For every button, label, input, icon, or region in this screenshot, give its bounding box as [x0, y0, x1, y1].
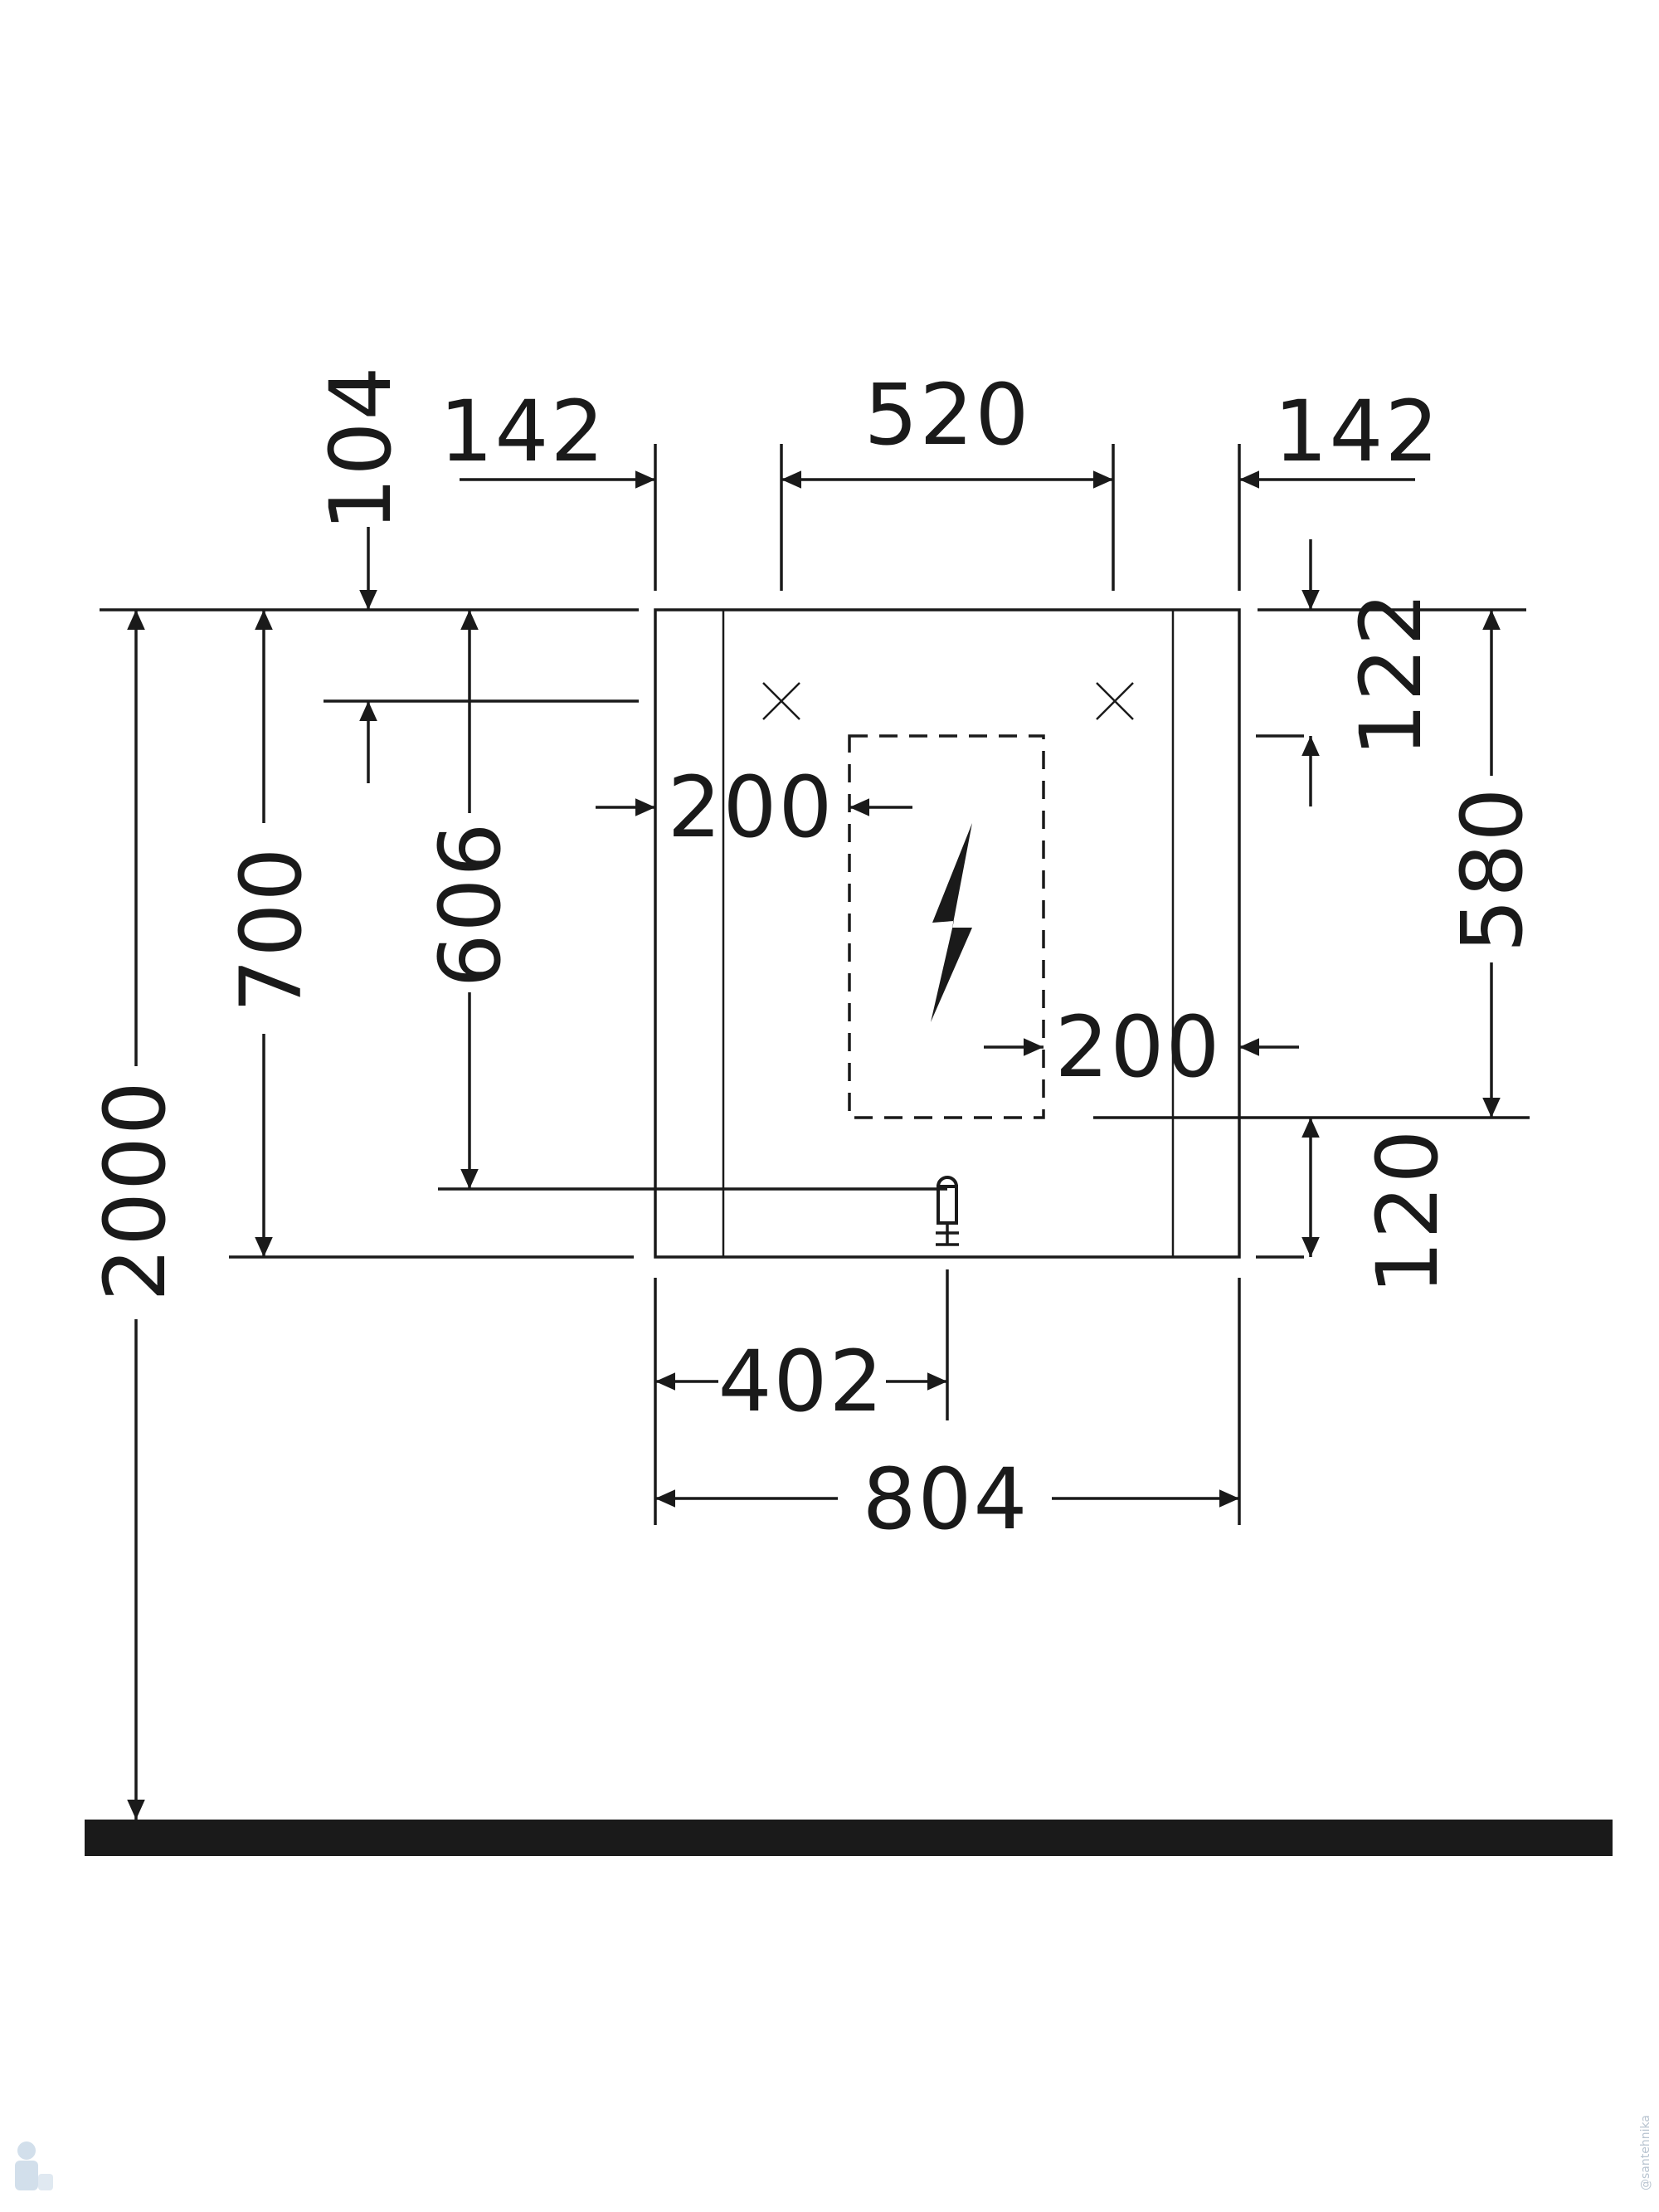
watermark-text: @santehnika	[1639, 2115, 1652, 2190]
dim-cabinet-height-label: 700	[222, 846, 321, 1013]
mounting-point-left-icon	[762, 682, 800, 720]
dim-left-margin-label: 142	[440, 382, 606, 481]
dim-top-to-bracket: 122	[1301, 539, 1441, 806]
dim-bracket-spacing-label: 520	[864, 366, 1031, 465]
dim-socket-zone-height: 580	[1443, 610, 1542, 1118]
dim-top-offset: 104	[312, 365, 411, 610]
dim-left-clearance-label: 200	[668, 758, 834, 857]
dim-left-margin: 142	[440, 382, 655, 489]
dim-right-margin-label: 142	[1274, 382, 1441, 481]
dim-drain-height: 606	[359, 610, 520, 1189]
dim-top-to-bracket-label: 122	[1342, 591, 1441, 758]
dim-top-offset-label: 104	[312, 365, 411, 532]
plumber-logo-icon	[15, 2141, 53, 2190]
floor-line	[85, 1820, 1613, 1856]
cabinet-outline	[654, 608, 1241, 1259]
dim-left-clearance: 200	[596, 758, 912, 857]
dim-cabinet-height: 700	[222, 610, 321, 1257]
dim-socket-zone-bottom-label: 120	[1359, 1128, 1457, 1295]
dim-right-clearance: 200	[984, 998, 1299, 1097]
drain-connection-icon	[936, 1176, 959, 1246]
dim-drain-height-label: 606	[421, 821, 520, 988]
dim-socket-zone-height-label: 580	[1443, 787, 1542, 953]
dim-right-margin: 142	[1239, 382, 1441, 489]
dim-drain-center-label: 402	[718, 1333, 885, 1431]
dim-drain-center: 402	[655, 1333, 947, 1431]
dim-bracket-spacing: 520	[781, 366, 1113, 489]
mounting-point-right-icon	[1096, 682, 1134, 720]
dim-cabinet-width: 804	[655, 1450, 1239, 1549]
dim-mounting-height: 2000	[86, 610, 185, 1820]
dim-right-clearance-label: 200	[1055, 998, 1222, 1097]
dim-socket-zone-bottom: 120	[1301, 1118, 1457, 1295]
dim-cabinet-width-label: 804	[863, 1450, 1029, 1549]
dim-mounting-height-label: 2000	[86, 1079, 185, 1302]
socket-zone	[848, 734, 1045, 1119]
electric-bolt-icon	[931, 823, 972, 1022]
